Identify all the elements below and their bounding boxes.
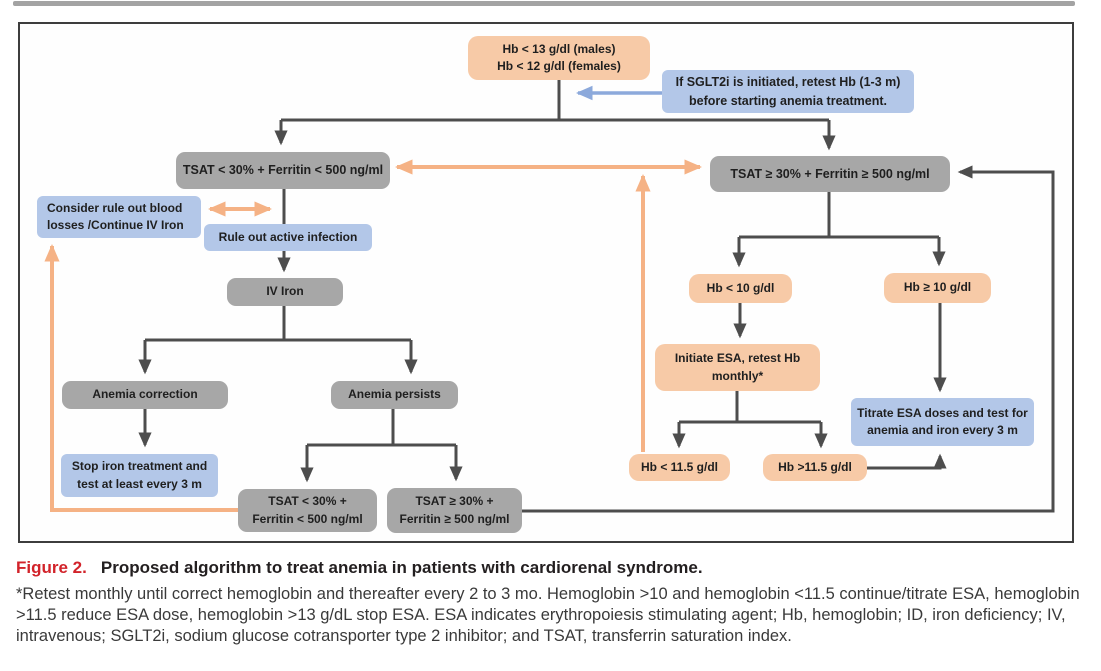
node-tsat-low-repeat: TSAT < 30% + Ferritin < 500 ng/ml: [238, 489, 377, 532]
connector-orange-loop-left: [44, 244, 238, 512]
node-label: monthly*: [711, 368, 764, 383]
node-label: Ferritin < 500 ng/ml: [252, 511, 363, 526]
node-label: TSAT ≥ 30% +: [415, 494, 494, 509]
node-label: Stop iron treatment and: [71, 459, 208, 474]
node-tsat-low: TSAT < 30% + Ferritin < 500 ng/ml: [176, 152, 390, 189]
caption-footnote: *Retest monthly until correct hemoglobin…: [16, 585, 1080, 645]
node-hb-below-10: Hb < 10 g/dl: [689, 274, 792, 303]
figure-caption: Figure 2. Proposed algorithm to treat ane…: [16, 558, 1088, 647]
node-label: Hb ≥ 10 g/dl: [903, 280, 972, 295]
node-consider-blood-losses: Consider rule out blood losses /Continue…: [37, 196, 201, 238]
node-tsat-high-repeat: TSAT ≥ 30% + Ferritin ≥ 500 ng/ml: [387, 488, 522, 533]
node-label: If SGLT2i is initiated, retest Hb (1-3 m…: [675, 75, 901, 90]
node-start-hb-criteria: Hb < 13 g/dl (males) Hb < 12 g/dl (femal…: [468, 36, 650, 80]
node-label: before starting anemia treatment.: [689, 93, 887, 108]
connector-iviron-branch: [145, 306, 411, 342]
node-label: losses /Continue IV Iron: [47, 218, 184, 232]
caption-title: Figure 2. Proposed algorithm to treat ane…: [16, 558, 1088, 578]
connector-esa-branch: [679, 391, 821, 424]
connector-persists-branch: [307, 408, 456, 447]
node-label: Titrate ESA doses and test for: [857, 405, 1028, 420]
node-label: IV Iron: [266, 284, 304, 299]
node-label: Anemia persists: [348, 387, 441, 402]
node-label: TSAT < 30% + Ferritin < 500 ng/ml: [182, 163, 384, 178]
node-anemia-persists: Anemia persists: [331, 381, 458, 409]
node-label: Initiate ESA, retest Hb: [674, 351, 801, 366]
node-hb-below-115: Hb < 11.5 g/dl: [629, 454, 730, 481]
node-label: Rule out active infection: [218, 229, 358, 244]
node-tsat-high: TSAT ≥ 30% + Ferritin ≥ 500 ng/ml: [710, 156, 950, 192]
node-stop-iron: Stop iron treatment and test at least ev…: [61, 454, 218, 497]
node-sglt2i-note: If SGLT2i is initiated, retest Hb (1-3 m…: [662, 70, 914, 113]
node-label: Hb < 10 g/dl: [706, 280, 775, 295]
node-label: anemia and iron every 3 m: [867, 423, 1018, 437]
connector-tsathigh-branch: [739, 192, 939, 239]
node-label: Consider rule out blood: [47, 200, 183, 215]
node-label: test at least every 3 m: [77, 476, 202, 491]
connector-hb115-to-titrate: [867, 453, 947, 470]
node-label: TSAT ≥ 30% + Ferritin ≥ 500 ng/ml: [730, 166, 930, 181]
orange-connectors: [44, 159, 702, 512]
node-hb-above-10: Hb ≥ 10 g/dl: [884, 273, 991, 303]
node-label: Hb < 13 g/dl (males): [502, 41, 616, 56]
node-label: Hb < 11.5 g/dl: [640, 459, 719, 474]
node-hb-above-115: Hb >11.5 g/dl: [763, 454, 867, 481]
node-titrate-esa: Titrate ESA doses and test for anemia an…: [851, 398, 1034, 446]
node-label: Hb < 12 g/dl (females): [497, 59, 621, 73]
figure-number-label: Figure 2.: [16, 558, 87, 577]
caption-title-text: Proposed algorithm to treat anemia in pa…: [100, 558, 703, 577]
connector-loop-to-tsat-high: [522, 165, 1055, 513]
node-initiate-esa: Initiate ESA, retest Hb monthly*: [655, 344, 820, 391]
dark-connectors: [138, 78, 1055, 513]
node-iv-iron: IV Iron: [227, 278, 343, 306]
node-anemia-correction: Anemia correction: [62, 381, 228, 409]
node-label: Hb >11.5 g/dl: [778, 459, 852, 474]
node-label: Anemia correction: [92, 387, 198, 402]
node-label: TSAT < 30% +: [268, 494, 347, 509]
page-top-edge: [13, 1, 1075, 6]
node-label: Ferritin ≥ 500 ng/ml: [399, 511, 510, 526]
node-rule-out-infection: Rule out active infection: [204, 224, 372, 251]
